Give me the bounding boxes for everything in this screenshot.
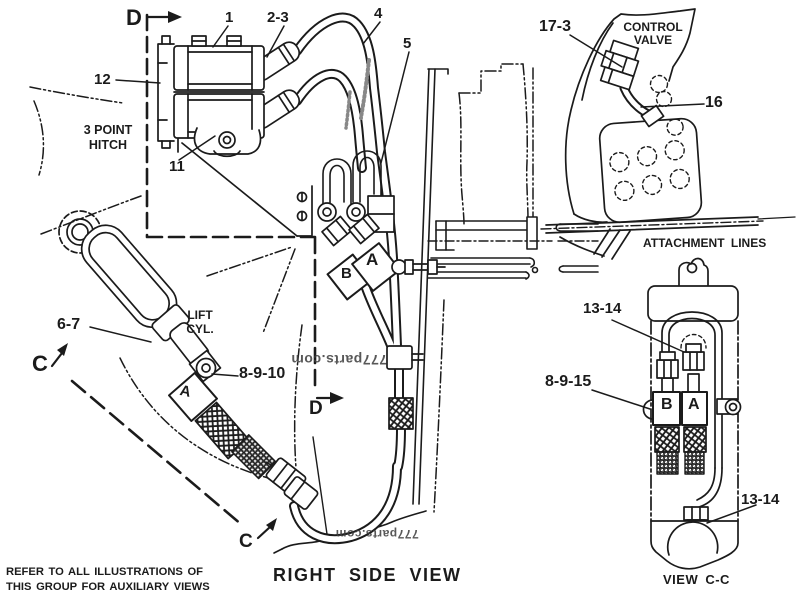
center-manifold bbox=[317, 150, 446, 301]
port-label-cc-a: A bbox=[688, 396, 700, 413]
callout-17-3: 17-3 bbox=[539, 18, 572, 35]
control-valve-detail-view bbox=[540, 8, 796, 260]
footnote-line2: THIS GROUP FOR AUXILIARY VIEWS bbox=[6, 580, 210, 593]
control-valve-line1: CONTROL bbox=[623, 20, 683, 34]
section-marker-d-bottom: D bbox=[309, 398, 323, 419]
callout-16: 16 bbox=[705, 94, 723, 111]
main-view-caption: RIGHT SIDE VIEW bbox=[273, 565, 462, 585]
callout-2-3: 2-3 bbox=[267, 9, 289, 26]
attachment-lines-label: ATTACHMENT LINES bbox=[643, 236, 767, 250]
view-cc-detail bbox=[642, 257, 742, 570]
callout-13-14-bottom: 13-14 bbox=[741, 491, 780, 508]
callout-6-7: 6-7 bbox=[57, 316, 81, 333]
section-marker-c-top: C bbox=[32, 351, 48, 376]
port-label-main-a: A bbox=[366, 250, 379, 269]
three-point-hitch-label: 3 POINT HITCH bbox=[68, 123, 148, 153]
three-point-hitch-line1: 3 POINT bbox=[83, 123, 133, 137]
callout-leaders bbox=[89, 21, 757, 524]
lift-cyl-label: LIFT CYL. bbox=[178, 308, 222, 336]
lift-cyl-line1: LIFT bbox=[187, 308, 213, 322]
callout-11: 11 bbox=[169, 158, 185, 175]
callout-8-9-10: 8-9-10 bbox=[239, 365, 286, 382]
section-line-c bbox=[50, 343, 277, 540]
footnote: REFER TO ALL ILLUSTRATIONS OF THIS GROUP… bbox=[6, 565, 210, 595]
section-line-d bbox=[145, 11, 344, 404]
lift-cylinder bbox=[58, 210, 319, 510]
watermark-mid: 777parts.com bbox=[290, 352, 388, 368]
footnote-line1: REFER TO ALL ILLUSTRATIONS OF bbox=[6, 566, 204, 578]
watermark-bottom: 777parts.com bbox=[335, 527, 419, 541]
control-valve-label: CONTROL VALVE bbox=[617, 21, 689, 47]
callout-1: 1 bbox=[225, 9, 234, 26]
detail-view-caption: VIEW C-C bbox=[663, 572, 730, 587]
control-valve-line2: VALVE bbox=[633, 33, 673, 47]
section-marker-d-top: D bbox=[126, 5, 142, 30]
callout-5: 5 bbox=[403, 35, 412, 52]
callout-8-9-15: 8-9-15 bbox=[545, 373, 592, 390]
port-label-main-b: B bbox=[341, 265, 352, 282]
support-bracket-lines bbox=[412, 68, 449, 505]
three-point-hitch-line2: HITCH bbox=[88, 138, 128, 152]
callout-12: 12 bbox=[94, 71, 111, 88]
section-marker-c-bottom: C bbox=[239, 531, 253, 552]
callout-13-14-top: 13-14 bbox=[583, 300, 622, 317]
attachment-lines-bars bbox=[427, 216, 599, 280]
tractor-phantom-outline bbox=[29, 63, 534, 513]
lift-cyl-line2: CYL. bbox=[186, 321, 214, 336]
port-label-cc-b: B bbox=[661, 396, 673, 413]
callout-4: 4 bbox=[374, 5, 383, 22]
control-valve-assembly bbox=[157, 35, 301, 158]
